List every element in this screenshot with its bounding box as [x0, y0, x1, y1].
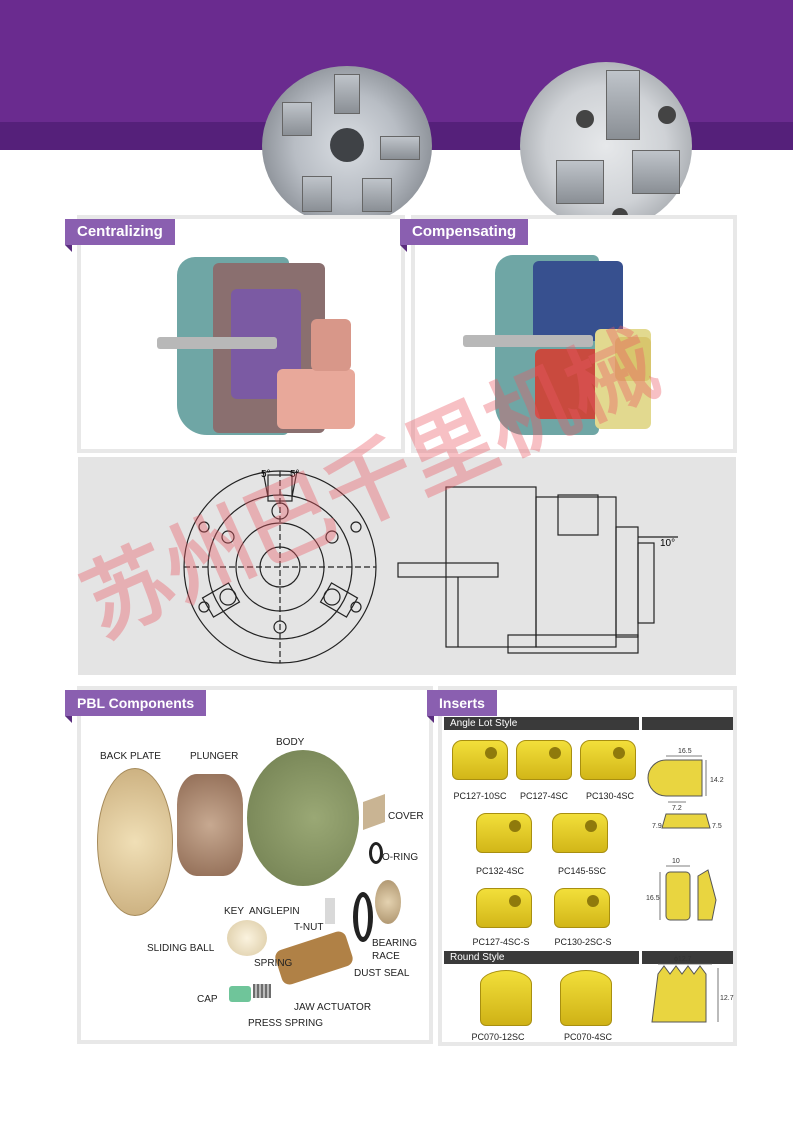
- components-panel: [77, 686, 433, 1044]
- dim-text: 7.5: [712, 823, 722, 830]
- chuck-photo-centralizing: [262, 66, 432, 226]
- chuck-jaw: [380, 136, 420, 160]
- round-insert-image: [480, 970, 532, 1026]
- chuck-jaw: [556, 160, 604, 204]
- insert-image: [552, 813, 608, 853]
- dim-text: 14.2: [710, 777, 724, 784]
- label-plunger: PLUNGER: [190, 751, 239, 762]
- angle-label-right: 5°: [290, 469, 300, 480]
- dim-text: 12.7: [720, 995, 734, 1002]
- bolt-hole: [658, 106, 676, 124]
- dim-text: 16.5: [678, 748, 692, 755]
- chuck-jaw: [632, 150, 680, 194]
- insert-image: [554, 888, 610, 928]
- label-anglepin: ANGLEPIN: [249, 906, 300, 917]
- insert-image: [516, 740, 572, 780]
- round-dim-header: [642, 951, 733, 964]
- insert-code: PC130-2SC-S: [554, 937, 612, 947]
- insert-image: [580, 740, 636, 780]
- label-cover: COVER: [388, 811, 424, 822]
- label-cap: CAP: [197, 994, 218, 1005]
- label-jaw-actuator: JAW ACTUATOR: [294, 1002, 372, 1013]
- angle-lot-dim-header: [642, 717, 733, 730]
- section-tag-inserts: Inserts: [427, 690, 497, 723]
- label-spring: SPRING: [254, 958, 293, 969]
- technical-drawing: 5° 5° 10°: [183, 469, 678, 664]
- label-press-spring: PRESS SPRING: [248, 1018, 324, 1029]
- cutaway-compensator: [533, 261, 623, 341]
- label-dust-seal: DUST SEAL: [354, 968, 410, 979]
- chuck-photo-compensating: [520, 62, 692, 230]
- cutaway-jaw: [311, 319, 351, 371]
- chuck-jaw: [334, 74, 360, 114]
- round-insert-image: [560, 970, 612, 1026]
- back-plate-image: [97, 768, 173, 916]
- centralizing-panel: [77, 215, 405, 453]
- label-key: KEY: [224, 906, 245, 917]
- sliding-ball-image: [227, 920, 267, 956]
- technical-drawing-panel: 5° 5° 10°: [78, 457, 736, 675]
- insert-code: PC127-4SC: [519, 791, 569, 801]
- bolt-hole: [576, 110, 594, 128]
- dim-text: 7.2: [672, 805, 682, 812]
- insert-code: PC145-5SC: [557, 866, 607, 876]
- label-sliding-ball: SLIDING BALL: [147, 943, 215, 954]
- section-tag-compensating: Compensating: [400, 219, 529, 252]
- section-tag-centralizing: Centralizing: [65, 219, 175, 252]
- cutaway-drawbar: [157, 337, 277, 349]
- cap-image: [229, 986, 251, 1002]
- chuck-center-bore: [330, 128, 364, 162]
- angle-label-side: 10°: [660, 538, 675, 549]
- bearing-race-image: [375, 880, 401, 924]
- cutaway-jaw-actuator: [277, 369, 355, 429]
- insert-code: PC130-4SC: [585, 791, 635, 801]
- body-image: [247, 750, 359, 886]
- chuck-jaw: [606, 70, 640, 140]
- angle-label-left: 5°: [261, 469, 271, 480]
- insert-code: PC127-4SC-S: [472, 937, 530, 947]
- label-back-plate: BACK PLATE: [100, 751, 161, 762]
- cutaway-piston: [535, 349, 605, 419]
- label-bearing-race: BEARING RACE: [372, 938, 418, 962]
- label-body: BODY: [276, 737, 305, 748]
- insert-image: [452, 740, 508, 780]
- chuck-jaw: [282, 102, 312, 136]
- dim-text: ϕ12.7: [674, 956, 692, 963]
- o-ring-image: [369, 842, 383, 864]
- plunger-image: [177, 774, 243, 876]
- cutaway-drawbar: [463, 335, 593, 347]
- insert-code: PC127-10SC: [453, 791, 507, 801]
- dust-seal-image: [353, 892, 373, 942]
- dim-text: 16.5: [646, 895, 660, 902]
- label-o-ring: O-RING: [382, 852, 419, 863]
- press-spring-image: [253, 984, 271, 998]
- cutaway-jaw: [615, 337, 651, 381]
- insert-code: PC070-4SC: [563, 1032, 613, 1042]
- chuck-jaw: [362, 178, 392, 212]
- insert-code: PC070-12SC: [471, 1032, 525, 1042]
- angle-lot-style-header: Angle Lot Style: [444, 717, 639, 730]
- insert-image: [476, 888, 532, 928]
- insert-code: PC132-4SC: [475, 866, 525, 876]
- dim-text: 10: [672, 858, 680, 865]
- compensating-panel: [411, 215, 737, 453]
- chuck-jaw: [302, 176, 332, 212]
- insert-image: [476, 813, 532, 853]
- section-tag-components: PBL Components: [65, 690, 207, 723]
- cover-image: [363, 793, 385, 831]
- round-style-header: Round Style: [444, 951, 639, 964]
- label-t-nut: T-NUT: [294, 922, 324, 933]
- t-nut-image: [325, 898, 335, 924]
- insert-dimension-drawings: 16.5 14.2 7.2 7.9 7.5 10 16.5 ϕ12.7 12.7: [646, 748, 734, 1023]
- dim-text: 7.9: [652, 823, 662, 830]
